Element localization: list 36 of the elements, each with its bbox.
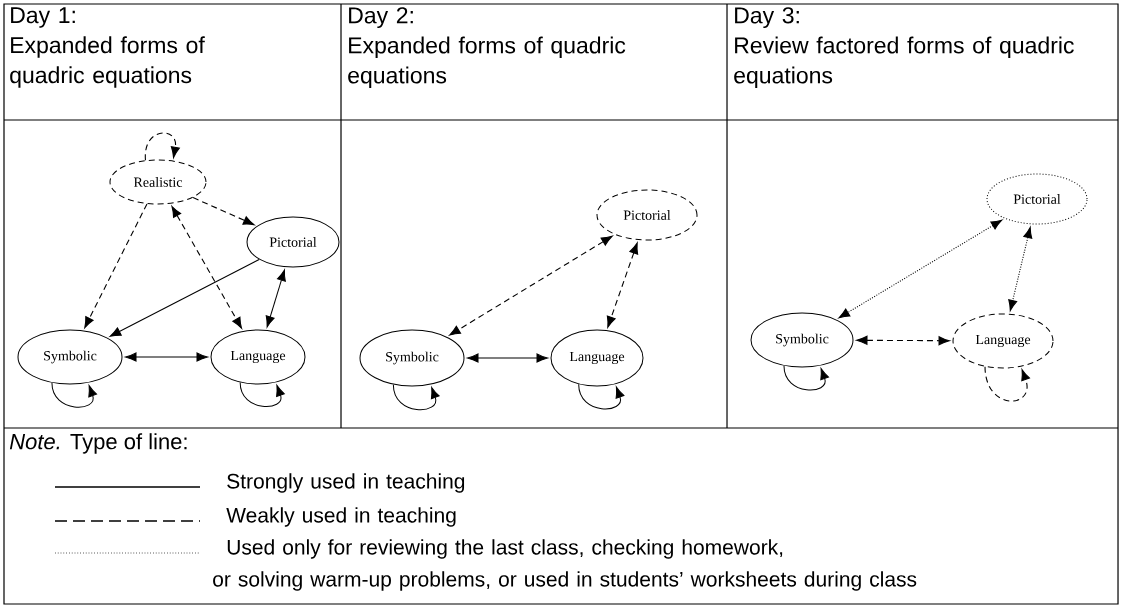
arrow	[51, 382, 98, 408]
arrow	[1008, 226, 1033, 312]
legend-text: Weakly used in teaching	[226, 507, 456, 527]
arrow	[392, 384, 440, 411]
arrow	[84, 203, 148, 329]
arrow	[239, 382, 285, 408]
arrow	[449, 235, 613, 336]
ellipse-node: Symbolic	[17, 329, 123, 385]
arrow	[783, 365, 830, 391]
header-cell: Day 2: Expanded forms of quadric equations	[348, 7, 626, 89]
ellipse-node: Symbolic	[750, 312, 854, 368]
ellipse-node: Language	[952, 313, 1054, 369]
arrow	[171, 206, 243, 329]
arrow	[144, 132, 180, 161]
arrow	[606, 242, 639, 328]
ellipse-node: Pictorial	[986, 173, 1088, 225]
arrow	[856, 335, 950, 346]
arrow	[467, 353, 548, 363]
note-text: Note. Type of line:	[9, 433, 187, 454]
ellipse-node: Symbolic	[359, 329, 465, 387]
header-cell: Day 3: Review factored forms of quadric equations	[734, 7, 1074, 89]
arrow	[265, 269, 286, 328]
ellipse-node: Pictorial	[246, 216, 340, 268]
ellipse-node: Language	[210, 329, 306, 385]
ellipse-node: Realistic	[109, 159, 207, 205]
arrow	[578, 383, 625, 410]
header-cell: Day 1: Expanded forms of quadric equations	[10, 7, 205, 88]
legend-text: Used only for reviewing the last class, checking homework, or solving warm-up problems, or used in students’ worksheets during class	[213, 539, 917, 591]
ellipse-node: Pictorial	[596, 189, 698, 241]
arrow	[192, 197, 255, 226]
arrow	[125, 352, 208, 362]
ellipse-node: Language	[550, 329, 644, 387]
arrow	[109, 258, 260, 337]
legend-text: Strongly used in teaching	[227, 473, 465, 493]
arrow	[838, 219, 1003, 319]
arrow	[984, 366, 1030, 402]
